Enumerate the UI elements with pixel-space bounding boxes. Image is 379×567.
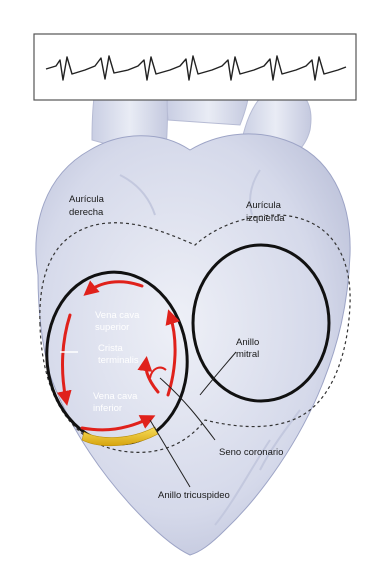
label-anillo-mitral: Anillo mitral: [236, 337, 262, 360]
label-anillo-tricuspideo: Anillo tricuspideo: [158, 490, 230, 501]
ecg-box: [34, 34, 356, 100]
label-seno-coronario: Seno coronario: [219, 447, 283, 458]
